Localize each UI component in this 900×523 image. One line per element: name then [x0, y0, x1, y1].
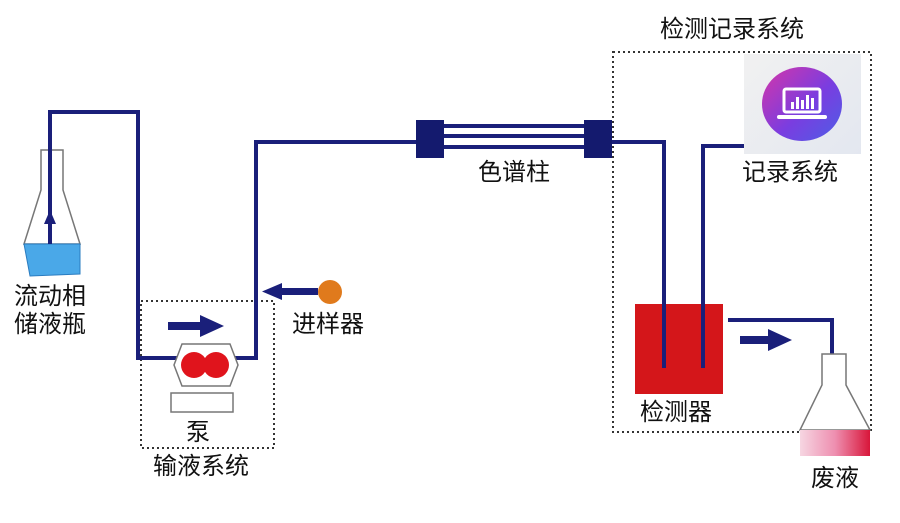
detector [635, 304, 723, 394]
detection-recording-system-label: 检测记录系统 [660, 15, 804, 43]
waste-flask [798, 353, 872, 456]
pump-flow-arrow-icon [168, 315, 224, 337]
waste-flow-arrow-icon [740, 329, 792, 351]
bottle-up-arrow-icon [44, 210, 56, 224]
pump-label: 泵 [186, 418, 210, 446]
delivery-system-label: 输液系统 [153, 452, 249, 480]
pipe-detector-to-recorder [701, 144, 744, 368]
recorder-icon-card [744, 54, 861, 154]
delivery-system-box [140, 300, 275, 449]
recording-system-label: 记录系统 [742, 158, 838, 186]
detector-label: 检测器 [640, 398, 712, 426]
mobile-phase-bottle-label: 流动相 储液瓶 [14, 282, 86, 338]
pipe-bottle-to-pump [48, 110, 416, 360]
injector [318, 280, 342, 304]
pipe-column-to-detector [612, 140, 666, 368]
injector-arrow-icon [262, 283, 318, 300]
laptop-chart-icon [762, 67, 842, 141]
pump [170, 343, 239, 413]
waste-label: 废液 [811, 464, 859, 492]
column [416, 120, 612, 158]
detection-recording-system-box [612, 51, 872, 433]
injector-label: 进样器 [292, 310, 364, 338]
column-label: 色谱柱 [478, 158, 550, 186]
